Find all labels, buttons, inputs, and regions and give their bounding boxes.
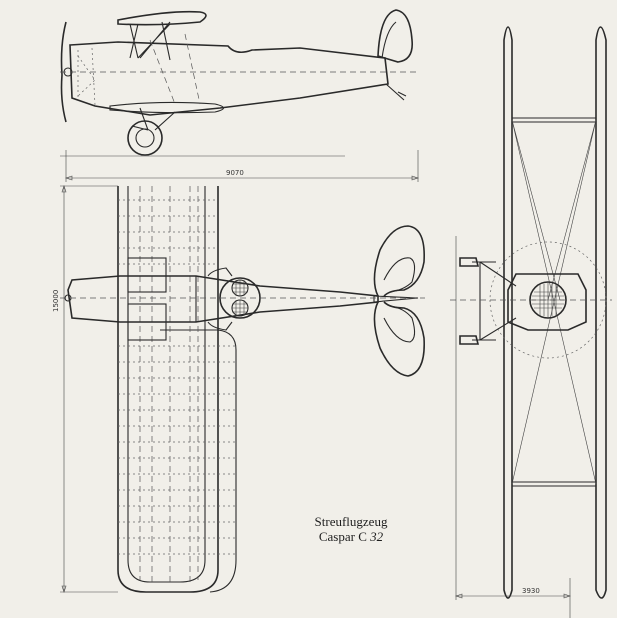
wing-ribs (118, 199, 236, 555)
tail-fin-side (377, 9, 414, 63)
landing-gear-front (472, 261, 517, 341)
main-wheel-side (127, 120, 163, 156)
length-value: 9070 (226, 169, 244, 177)
fuselage-front (507, 273, 587, 331)
length-dimension: 9070 (65, 150, 419, 182)
side-view: 9070 (60, 9, 420, 182)
track-value: 3930 (522, 587, 540, 595)
fuselage-top (67, 275, 379, 323)
lower-wing-side (109, 101, 225, 114)
propeller-side (60, 21, 67, 123)
tail-skid (385, 83, 407, 101)
drawing-caption: Streuflugzeug Caspar C 32 (296, 514, 406, 544)
tailplane (373, 225, 425, 377)
caption-name: Caspar (318, 529, 355, 544)
fuselage-side (69, 41, 389, 116)
wing-planform (117, 186, 219, 593)
caption-title: Streuflugzeug (314, 514, 388, 529)
span-value: 15000 (52, 290, 60, 312)
caption-number: 32 (370, 529, 384, 544)
bracing-wires (511, 119, 597, 485)
right-wing-front (595, 26, 607, 599)
track-dimension: 3930 (455, 236, 571, 618)
top-view: 15000 (52, 185, 425, 593)
aileron-top (127, 257, 167, 293)
caption-type: C (358, 529, 367, 544)
upper-wing-side (117, 10, 207, 26)
left-wing-front (503, 26, 513, 599)
cabane-struts (129, 21, 171, 61)
front-view: 3930 (450, 26, 612, 618)
span-dimension: 15000 (52, 185, 118, 593)
caption-subtitle: Caspar C 32 (296, 529, 406, 544)
